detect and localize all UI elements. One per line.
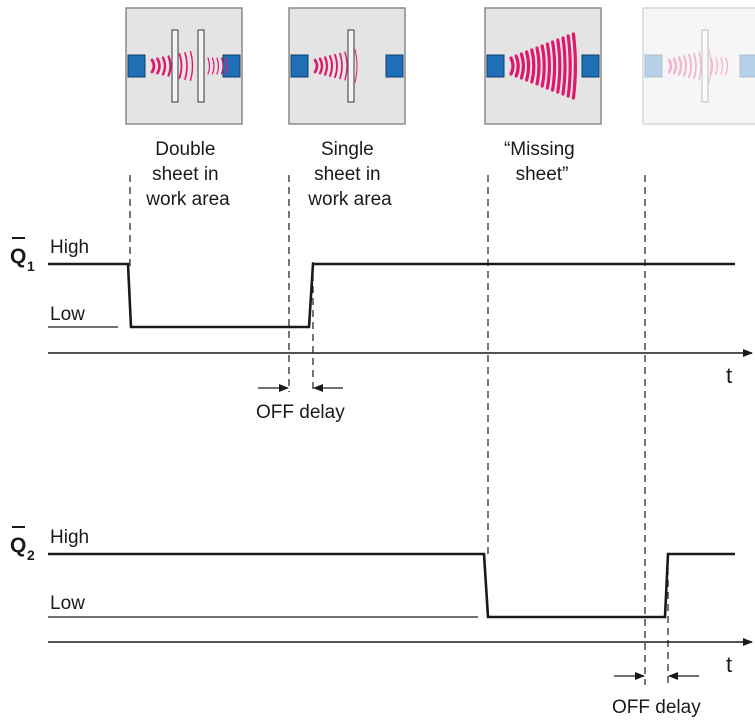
- wave-arc: [672, 57, 678, 75]
- paper-sheet-icon: [197, 29, 205, 103]
- q2-name: Q: [10, 534, 26, 557]
- q2-subscript: 2: [27, 547, 35, 563]
- signal-q1: Q 1 High Low t OFF delay: [10, 237, 753, 423]
- wave-arc: [323, 56, 329, 76]
- wave-arc: [561, 36, 567, 96]
- q1-off-delay-label: OFF delay: [256, 402, 345, 423]
- wave-arc: [318, 57, 324, 75]
- receiver-icon: [739, 54, 755, 78]
- scene-panel: [642, 7, 755, 125]
- wave-arc: [178, 53, 183, 79]
- ultrasonic-wave-icon: [509, 32, 577, 100]
- q1-high-label: High: [50, 237, 89, 258]
- caption-missing-sheet-line-2: sheet”: [516, 164, 569, 185]
- emitter-icon: [290, 54, 309, 78]
- wave-arc: [708, 49, 712, 83]
- wave-arc: [167, 55, 172, 77]
- wave-arc: [339, 52, 343, 80]
- wave-arc: [688, 53, 692, 79]
- paper-sheet-icon: [171, 29, 179, 103]
- caption-single-sheet-line-2: sheet in: [314, 164, 381, 185]
- wave-arc: [161, 56, 167, 76]
- wave-arc-attenuated: [225, 57, 229, 75]
- wave-arc-attenuated: [207, 57, 211, 75]
- event-markers: [129, 175, 669, 685]
- caption-double-sheet-line-2: sheet in: [152, 164, 219, 185]
- ultrasonic-wave-icon: [150, 50, 229, 82]
- wave-arc: [571, 32, 577, 100]
- caption-missing-sheet-line-1: “Missing: [504, 139, 575, 160]
- emitter-icon: [486, 54, 505, 78]
- caption-single-sheet-line-1: Single: [321, 139, 374, 160]
- caption-double-sheet: Double sheet in work area: [145, 139, 230, 210]
- wave-arc: [551, 40, 557, 92]
- wave-arc: [693, 52, 697, 80]
- q1-time-axis-label: t: [726, 363, 732, 388]
- caption-single-sheet-line-3: work area: [307, 189, 392, 210]
- caption-missing-sheet: “Missing sheet”: [504, 139, 580, 185]
- caption-single-sheet: Single sheet in work area: [307, 139, 392, 210]
- sensor-scene-faded-single-sheet: [642, 7, 755, 125]
- wave-arc: [683, 55, 687, 77]
- wave-arc: [677, 56, 683, 76]
- wave-arc: [667, 58, 673, 74]
- paper-sheet-icon: [701, 29, 709, 103]
- wave-arc: [566, 34, 572, 98]
- wave-arc: [535, 46, 541, 86]
- q1-waveform: [48, 262, 735, 329]
- q1-name: Q: [10, 245, 26, 268]
- wave-arc: [189, 50, 194, 82]
- wave-arc: [540, 44, 546, 88]
- caption-double-sheet-line-3: work area: [145, 189, 230, 210]
- wave-arc-attenuated: [715, 57, 719, 75]
- receiver-icon: [581, 54, 600, 78]
- receiver-icon: [385, 54, 404, 78]
- emitter-icon: [644, 54, 663, 78]
- q2-high-label: High: [50, 527, 89, 548]
- wave-arc: [354, 49, 358, 83]
- wave-arc: [525, 50, 531, 82]
- signal-q2: Q 2 High Low t OFF delay: [10, 526, 753, 718]
- wave-arc: [150, 58, 156, 74]
- wave-arc: [703, 50, 707, 82]
- sensor-scene-single-sheet: [288, 7, 406, 125]
- q2-off-delay-label: OFF delay: [612, 697, 701, 718]
- caption-double-sheet-line-1: Double: [155, 139, 215, 160]
- emitter-icon: [127, 54, 146, 78]
- q2-waveform: [48, 552, 735, 619]
- wave-arc-attenuated: [216, 57, 220, 75]
- wave-arc: [698, 51, 702, 81]
- wave-arc-attenuated: [720, 57, 724, 75]
- wave-arc-attenuated: [710, 57, 714, 75]
- wave-arc: [556, 38, 562, 94]
- wave-arc: [519, 52, 525, 80]
- q2-time-axis-label: t: [726, 652, 732, 677]
- wave-arc: [329, 55, 333, 77]
- wave-arc: [514, 54, 520, 78]
- wave-arc: [313, 58, 319, 74]
- wave-arc-attenuated: [725, 57, 729, 75]
- q1-subscript: 1: [27, 258, 35, 274]
- ultrasonic-wave-icon: [667, 49, 729, 83]
- wave-arc: [545, 42, 551, 90]
- wave-arc: [156, 57, 161, 75]
- wave-arc: [334, 53, 338, 79]
- q1-low-label: Low: [50, 304, 85, 325]
- wave-arc: [344, 51, 348, 81]
- wave-arc: [530, 48, 536, 84]
- wave-arc-attenuated: [211, 57, 215, 75]
- sensor-scene-double-sheet: [125, 7, 243, 125]
- sensor-scene-missing-sheet: [484, 7, 602, 125]
- wave-arc: [509, 56, 515, 76]
- paper-sheet-icon: [347, 29, 355, 103]
- wave-arc: [184, 52, 188, 80]
- q2-low-label: Low: [50, 593, 85, 614]
- wave-arc-attenuated: [220, 57, 224, 75]
